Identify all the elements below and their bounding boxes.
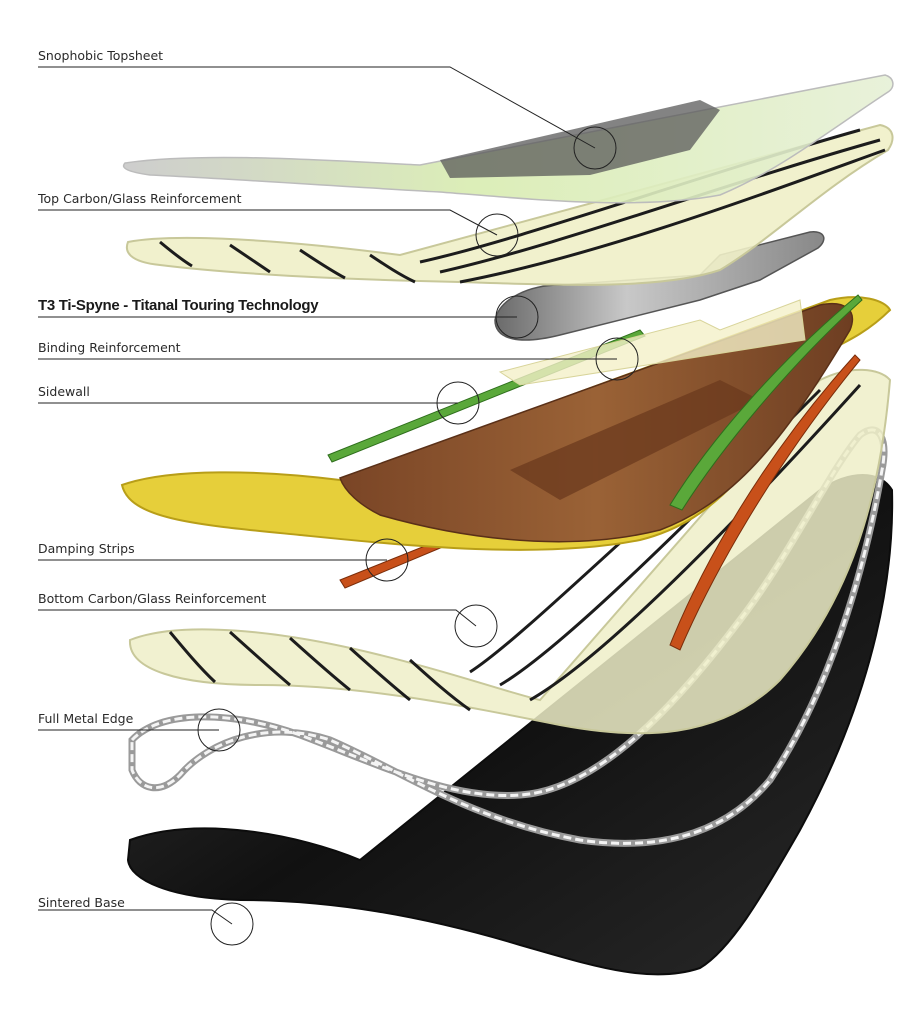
wood-core-shape [339,303,853,543]
label-binding-reinforcement: Binding Reinforcement [38,340,181,355]
leader-base [38,909,233,925]
core-channel [510,380,760,500]
label-bottom-reinforcement: Bottom Carbon/Glass Reinforcement [38,591,266,606]
label-metal-edge: Full Metal Edge [38,711,134,726]
label-base: Sintered Base [38,895,125,910]
titanal-shape [494,231,825,341]
callout-sidewall [436,381,480,425]
label-titanal: T3 Ti-Spyne - Titanal Touring Technology [38,297,319,314]
callout-base [210,902,254,946]
sidewall-right [669,294,863,511]
callout-topsheet [573,126,617,170]
label-sidewall: Sidewall [38,384,90,399]
callout-binding-reinforcement [595,337,639,381]
callout-damping-strips [365,538,409,582]
bottom-reinforcement-shape [128,368,892,735]
topsheet-shape [122,74,894,204]
top-carbon-stripes [159,128,886,284]
leader-top-reinforcement [38,209,498,236]
label-damping-strips: Damping Strips [38,541,135,556]
callout-bottom-reinforcement [454,604,498,648]
callout-circles [197,126,639,946]
leader-lines [38,66,617,925]
top-reinforcement-shape [125,123,894,286]
metal-edge-shape [128,426,888,847]
damping-strip-right [669,354,861,651]
callout-top-reinforcement [475,213,519,257]
leader-bottom-reinforcement [38,609,477,627]
callout-metal-edge [197,708,241,752]
binding-reinforcement-shape [498,299,806,386]
label-topsheet: Snophobic Topsheet [38,48,163,63]
label-top-reinforcement: Top Carbon/Glass Reinforcement [37,191,242,206]
topsheet-graphic [440,100,720,178]
callout-titanal [495,295,539,339]
leader-topsheet [38,66,596,149]
